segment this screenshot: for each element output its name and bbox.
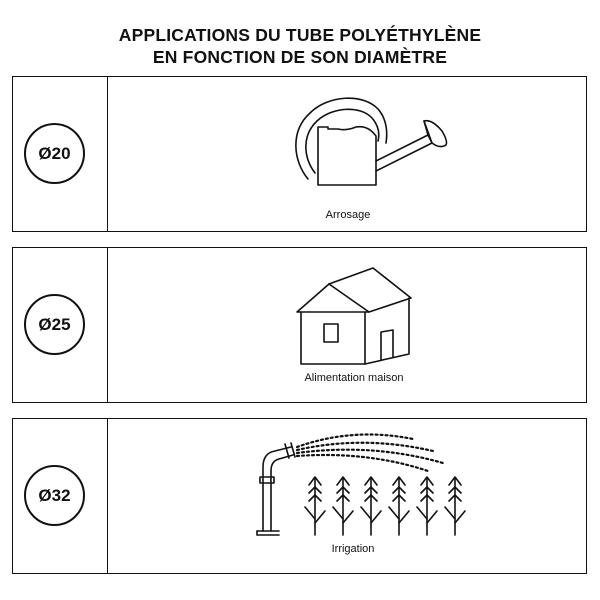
diameter-badge: Ø32 bbox=[24, 465, 85, 526]
watering-can-icon bbox=[295, 97, 448, 186]
diameter-cell: Ø32 bbox=[13, 419, 108, 573]
title-line-2: EN FONCTION DE SON DIAMÈTRE bbox=[152, 47, 448, 67]
diameter-cell: Ø25 bbox=[13, 248, 108, 402]
title-line-1: APPLICATIONS DU TUBE POLYÉTHYLÈNE bbox=[118, 25, 482, 45]
application-cell: Arrosage bbox=[108, 77, 586, 231]
diameter-badge: Ø25 bbox=[24, 294, 85, 355]
diameter-cell: Ø20 bbox=[13, 77, 108, 231]
row-diameter-20: Ø20 Arrosage bbox=[12, 76, 587, 232]
application-cell: Alimentation maison bbox=[108, 248, 586, 402]
house-icon bbox=[296, 267, 412, 365]
irrigation-icon bbox=[256, 433, 466, 536]
caption-arrosage: Arrosage bbox=[325, 209, 371, 221]
diameter-badge: Ø20 bbox=[24, 123, 85, 184]
row-diameter-32: Ø32 bbox=[12, 418, 587, 574]
caption-irrigation: Irrigation bbox=[331, 543, 375, 555]
page-title: APPLICATIONS DU TUBE POLYÉTHYLÈNE EN FON… bbox=[0, 24, 600, 68]
application-cell: Irrigation bbox=[108, 419, 586, 573]
row-diameter-25: Ø25 Alimentation maison bbox=[12, 247, 587, 403]
caption-alimentation-maison: Alimentation maison bbox=[304, 372, 404, 384]
